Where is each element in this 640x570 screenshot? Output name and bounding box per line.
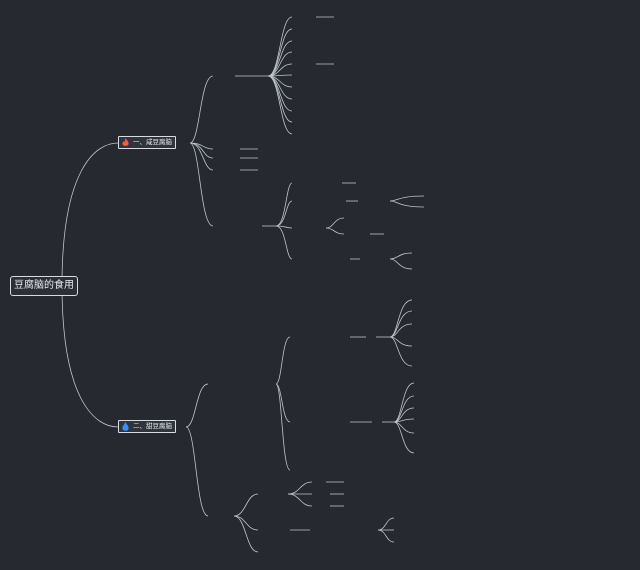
branch-sweet-tofu-pudding[interactable]: 二、甜豆腐脑 <box>118 420 176 433</box>
root-topic[interactable]: 豆腐脑的食用 <box>10 276 78 296</box>
water-drop-icon <box>122 422 129 433</box>
branch-salty-tofu-pudding[interactable]: 一、咸豆腐脑 <box>118 136 176 149</box>
fire-icon <box>122 138 129 149</box>
